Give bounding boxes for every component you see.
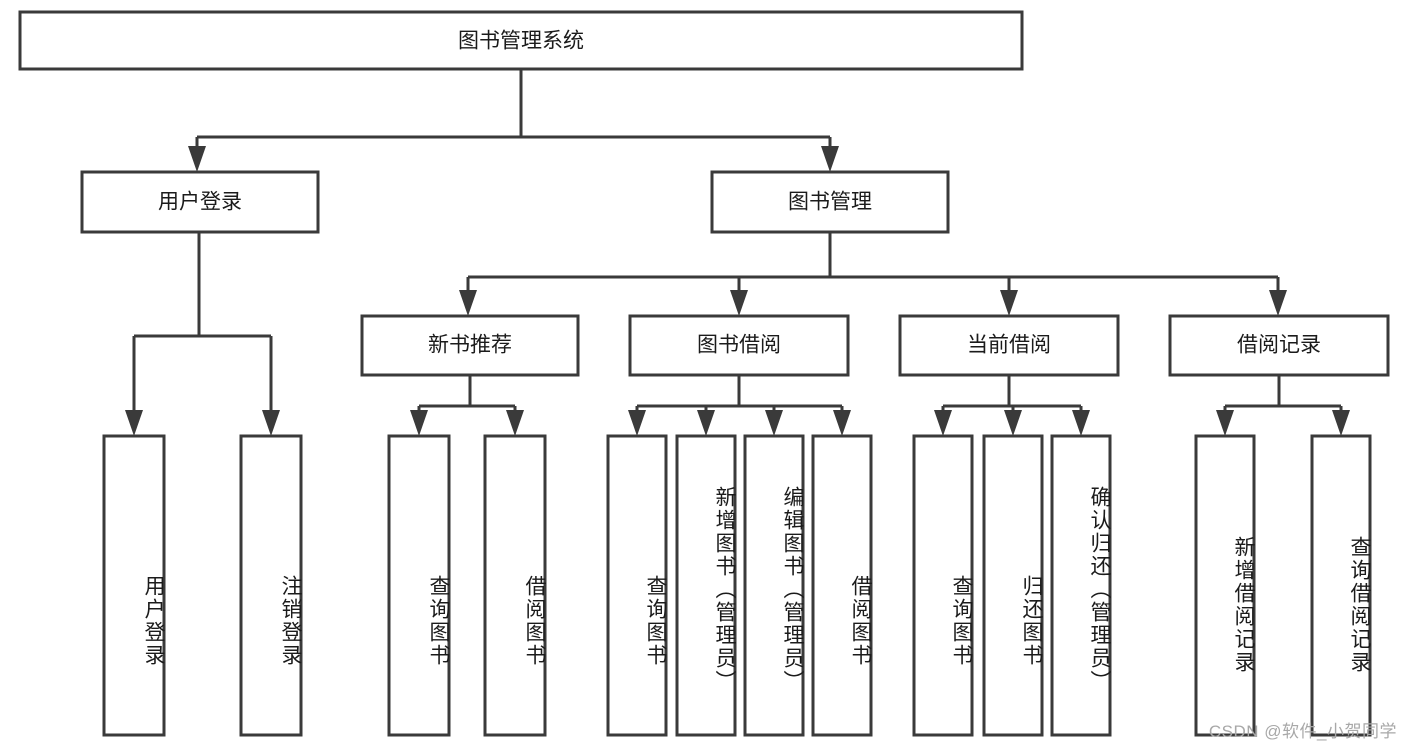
node-current-borrow-box[interactable] (898, 314, 1120, 377)
arrowhead-bb-to-query-book (628, 410, 646, 436)
node-new-book-rec-box[interactable] (360, 314, 580, 377)
watermark-text: CSDN @软件_小贺同学 (1208, 722, 1397, 741)
node-current-borrow-label: 当前借阅 (967, 334, 1051, 357)
arrowhead-cb-to-query-book (934, 410, 952, 436)
leaf-borrow-book-rec-box[interactable] (483, 434, 547, 737)
arrowhead-bb-to-edit-book (765, 410, 783, 436)
arrowhead-cb-to-return-book (1004, 410, 1022, 436)
leaf-user-login-box[interactable] (102, 434, 166, 737)
arrowhead-ul-to-leaf-user-logout (262, 410, 280, 436)
arrowhead-bm-to-new-book-rec (459, 290, 477, 316)
node-book-borrow[interactable]: 图书借阅 (628, 314, 850, 377)
node-user-login-box[interactable] (80, 170, 320, 234)
node-book-manage-box[interactable] (710, 170, 950, 234)
connector-group-borrow-record (1216, 375, 1350, 436)
arrowhead-nbr-to-query-book (410, 410, 428, 436)
leaf-borrow-book-box[interactable] (811, 434, 873, 737)
leaf-query-book-rec-box[interactable] (387, 434, 451, 737)
leaf-edit-book-box[interactable] (743, 434, 805, 737)
arrowhead-br-to-query-record (1332, 410, 1350, 436)
leaf-query-record-box[interactable] (1310, 434, 1372, 737)
leaf-return-book-box[interactable] (982, 434, 1044, 737)
node-user-login[interactable]: 用户登录 (80, 170, 320, 234)
node-book-manage-label: 图书管理 (788, 191, 872, 214)
arrowhead-root-to-user-login (188, 146, 206, 172)
node-book-borrow-label: 图书借阅 (697, 334, 781, 357)
connector-group-root (188, 69, 839, 172)
node-book-manage[interactable]: 图书管理 (710, 170, 950, 234)
arrowhead-ul-to-leaf-user-login (125, 410, 143, 436)
connector-group-user-login (125, 232, 280, 436)
connector-group-current-borrow (934, 375, 1090, 436)
node-new-book-rec-label: 新书推荐 (428, 334, 512, 357)
arrowhead-bb-to-add-book (697, 410, 715, 436)
connector-group-book-manage (459, 232, 1287, 316)
leaf-add-record-box[interactable] (1194, 434, 1256, 737)
connector-group-book-borrow (628, 375, 851, 436)
arrowhead-br-to-add-record (1216, 410, 1234, 436)
connector-group-new-book-rec (410, 375, 524, 436)
node-new-book-rec[interactable]: 新书推荐 (360, 314, 580, 377)
leaf-user-logout-box[interactable] (239, 434, 303, 737)
node-root-box[interactable] (18, 10, 1024, 71)
leaf-add-book-box[interactable] (675, 434, 737, 737)
node-user-login-label: 用户登录 (158, 191, 242, 214)
arrowhead-cb-to-confirm-return (1072, 410, 1090, 436)
leaf-boxes-group (102, 434, 1372, 737)
node-root[interactable]: 图书管理系统 (18, 10, 1024, 71)
arrowhead-nbr-to-borrow-book (506, 410, 524, 436)
leaf-query-book-cur-box[interactable] (912, 434, 974, 737)
arrowhead-bm-to-current-borrow (1000, 290, 1018, 316)
arrowhead-bb-to-borrow-book (833, 410, 851, 436)
node-book-borrow-box[interactable] (628, 314, 850, 377)
node-current-borrow[interactable]: 当前借阅 (898, 314, 1120, 377)
leaf-confirm-return-box[interactable] (1050, 434, 1112, 737)
node-borrow-record-box[interactable] (1168, 314, 1390, 377)
leaf-query-book-borrow-box[interactable] (606, 434, 668, 737)
node-borrow-record-label: 借阅记录 (1237, 334, 1321, 357)
node-root-label: 图书管理系统 (458, 30, 584, 53)
arrowhead-bm-to-borrow-record (1269, 290, 1287, 316)
arrowhead-bm-to-book-borrow (730, 290, 748, 316)
node-borrow-record[interactable]: 借阅记录 (1168, 314, 1390, 377)
arrowhead-root-to-book-manage (821, 146, 839, 172)
